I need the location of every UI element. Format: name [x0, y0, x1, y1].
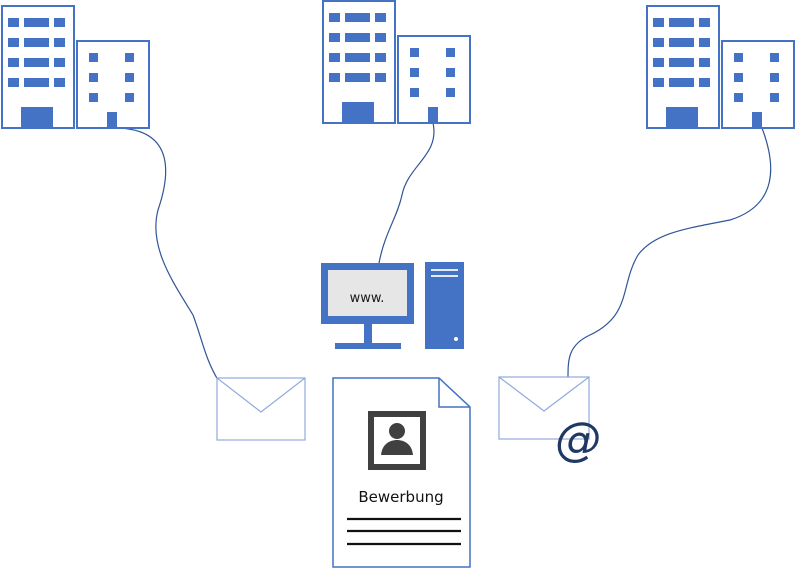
office-buildings-icon [322, 0, 471, 124]
tower-power-button [454, 337, 458, 341]
company-buildings-left [1, 5, 150, 129]
email-envelope-icon [498, 376, 590, 440]
monitor-base [335, 343, 401, 349]
document-text-lines [347, 517, 461, 546]
monitor-screen-text: www. [350, 291, 385, 306]
connector-center [378, 122, 435, 264]
monitor-stand [364, 324, 372, 343]
connector-right [567, 127, 772, 379]
desktop-computer-icon: www. [321, 262, 464, 349]
company-buildings-right [646, 5, 795, 129]
monitor-screen [328, 270, 407, 316]
portrait-photo-icon [368, 411, 426, 470]
connector-left [117, 127, 219, 381]
document-title: Bewerbung [358, 488, 443, 506]
application-document-icon: Bewerbung [332, 377, 471, 568]
tower-drive-slot [431, 275, 458, 277]
at-sign-icon: @ [555, 412, 601, 466]
tower-drive-slot [431, 269, 458, 271]
office-buildings-icon [1, 5, 150, 129]
envelope-icon [216, 377, 306, 441]
office-buildings-icon [646, 5, 795, 129]
document-folded-corner [438, 378, 470, 408]
company-buildings-center [322, 0, 471, 124]
